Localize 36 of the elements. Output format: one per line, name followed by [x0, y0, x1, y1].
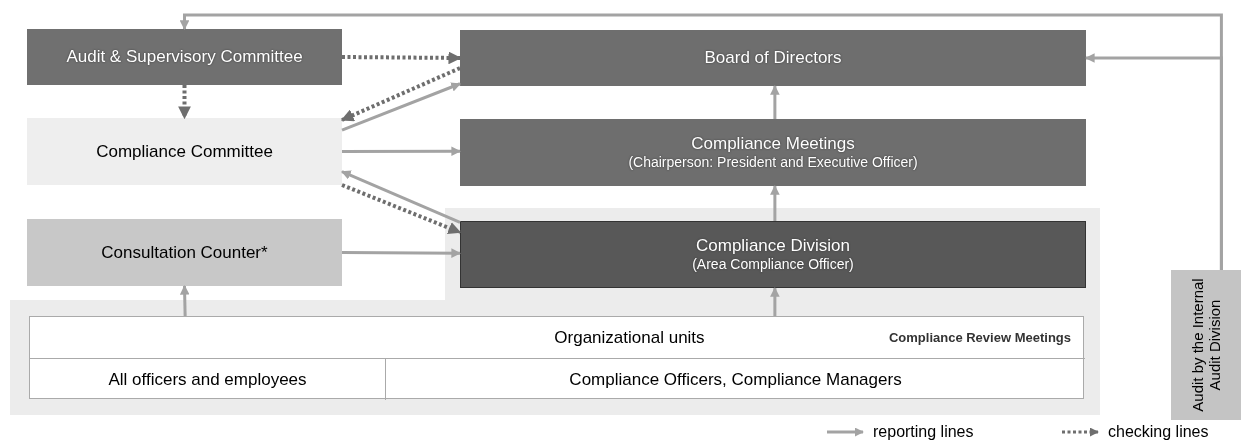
counter-box: [27, 219, 342, 286]
arrow: [770, 85, 780, 119]
table-cell: All officers and employees: [30, 358, 386, 400]
arrow: [1085, 53, 1223, 270]
arrow: [342, 248, 461, 258]
box-title: Compliance Committee: [96, 140, 273, 163]
arrow: [341, 82, 461, 132]
arrow: [342, 146, 461, 156]
box-title: Audit & Supervisory Committee: [66, 46, 303, 68]
arrow: [179, 285, 190, 317]
board-box: [460, 30, 1086, 86]
division-box: [460, 221, 1086, 288]
box-title: Board of Directors: [704, 47, 842, 69]
committee-box: [27, 29, 342, 85]
table-cell: Compliance Officers, Compliance Managers: [386, 358, 1085, 400]
dashed-arrow: [341, 183, 462, 235]
box-title: Compliance Division: [696, 235, 850, 257]
box-title: Consultation Counter*: [101, 241, 268, 264]
dashed-arrow: [178, 85, 191, 120]
arrow: [770, 185, 780, 221]
meeting-box: [460, 119, 1086, 186]
audit-box: [1171, 270, 1241, 420]
dashed-arrow: [341, 51, 462, 65]
table-heading: Organizational units: [553, 326, 706, 349]
vertical-label: Audit by the Internal Audit Division: [1188, 277, 1224, 414]
committee-box: [27, 118, 342, 185]
units-table: [29, 316, 1084, 399]
table-subheading: Compliance Review Meetings: [888, 328, 1071, 347]
arrow: [770, 287, 780, 316]
legend-label: checking lines: [1108, 424, 1209, 440]
dashed-arrow: [340, 66, 461, 122]
legend-label: reporting lines: [873, 424, 974, 440]
box-title: Compliance Meetings: [691, 133, 855, 155]
box-subtitle: (Chairperson: President and Executive Officer): [628, 154, 918, 172]
box-subtitle: (Area Compliance Officer): [692, 256, 854, 274]
arrow: [341, 170, 461, 224]
